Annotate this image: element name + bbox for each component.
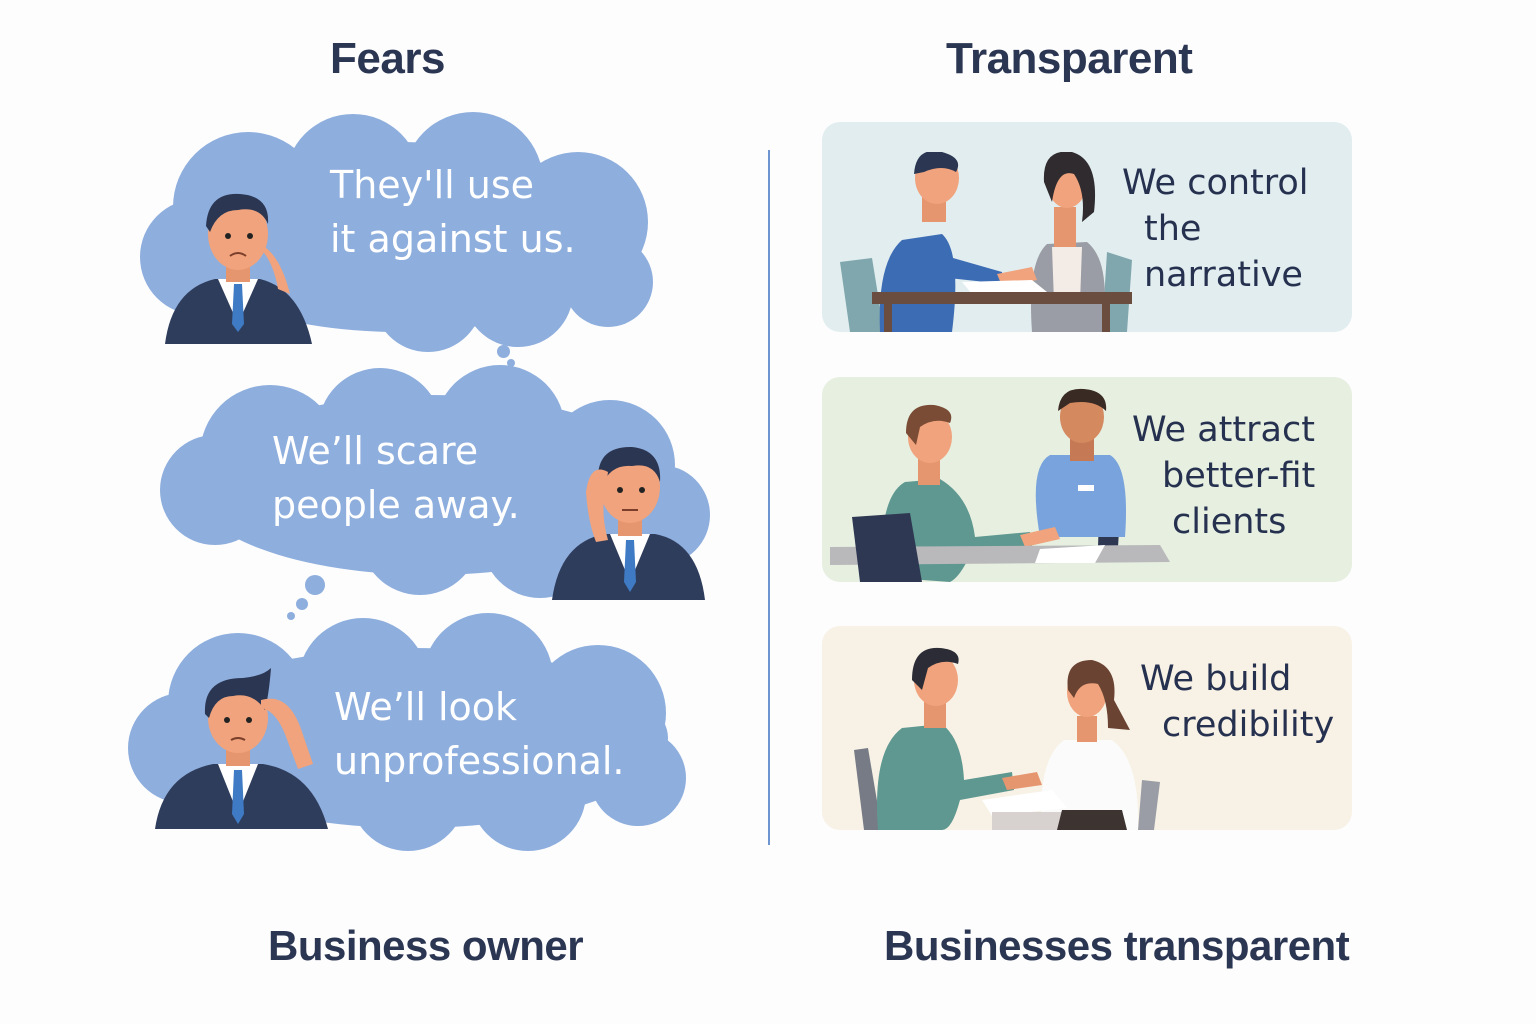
business-owner-label: Business owner [268, 922, 584, 969]
card-2-text: We attract better-fit clients [1132, 407, 1315, 545]
fear-bubble-2: We’ll scare people away. [160, 365, 720, 605]
worried-man-icon [155, 668, 328, 829]
thought-dot [507, 359, 515, 367]
card-line: We control [1122, 163, 1309, 203]
bubble-line: people away. [272, 483, 520, 527]
worried-man-icon [165, 193, 312, 344]
bubble-line: We’ll look [334, 685, 518, 729]
conversation-meeting-icon [854, 647, 1160, 830]
fear-bubble-3-text: We’ll look unprofessional. [334, 680, 625, 788]
bubble-line: it against us. [330, 217, 576, 261]
bubble-line: They'll use [330, 163, 535, 207]
bubble-line: unprofessional. [334, 739, 625, 783]
thought-dot [287, 612, 295, 620]
card-1-text: We control the narrative [1122, 160, 1309, 298]
card-line: narrative [1144, 255, 1303, 295]
card-line: clients [1172, 502, 1287, 542]
thought-dot [484, 320, 504, 340]
worried-man-icon [552, 446, 705, 600]
businesses-transparent-label: Businesses transparent [884, 922, 1350, 969]
bubble-line: We’ll scare [272, 429, 479, 473]
handshake-meeting-icon [840, 152, 1132, 332]
fears-title: Fears [330, 34, 445, 84]
client-meeting-icon [830, 388, 1170, 582]
fear-bubble-2-text: We’ll scare people away. [272, 424, 520, 532]
fear-bubble-1-text: They'll use it against us. [330, 158, 576, 266]
fears-title-text: Fears [330, 34, 445, 83]
card-line: credibility [1162, 705, 1335, 745]
card-3-text: We build credibility [1140, 656, 1334, 748]
transparent-title: Transparent [946, 34, 1193, 83]
transparency-card-1: We control the narrative [822, 122, 1352, 332]
card-line: the [1144, 209, 1202, 249]
card-line: We build [1140, 659, 1292, 699]
transparency-card-3: We build credibility [822, 626, 1352, 830]
thought-dot [305, 575, 325, 595]
thought-dot [497, 345, 510, 358]
fear-bubble-1: They'll use it against us. [138, 112, 658, 352]
thought-dot [296, 598, 308, 610]
column-divider [768, 150, 770, 845]
card-line: better-fit [1162, 456, 1316, 496]
transparency-card-2: We attract better-fit clients [822, 377, 1352, 582]
fear-bubble-3: We’ll look unprofessional. [128, 613, 698, 853]
card-line: We attract [1132, 410, 1315, 450]
